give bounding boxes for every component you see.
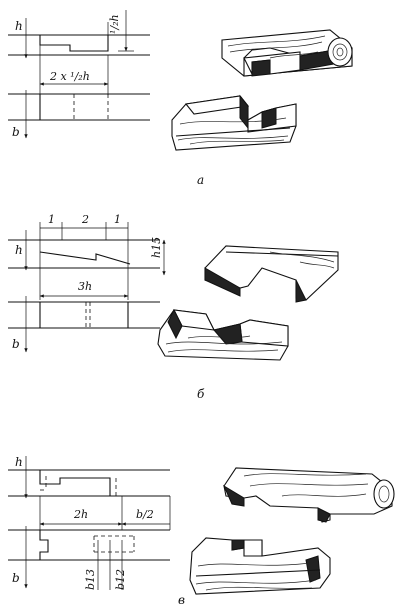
panel-a-depth-label: ¹/₂h bbox=[108, 14, 121, 34]
panel-b-h-label: h bbox=[15, 243, 23, 257]
panel-b-seg2-label: 2 bbox=[81, 213, 89, 226]
panel-c-h-label: h bbox=[15, 455, 23, 469]
panel-a-plan-view: b bbox=[8, 90, 150, 139]
panel-c-side-view: h 2h b/2 bbox=[8, 455, 171, 530]
panel-a-h-label: h bbox=[15, 19, 23, 33]
panel-c-side1-label: b13 bbox=[84, 569, 97, 590]
panel-b-seg1-label: 1 bbox=[48, 213, 55, 226]
panel-c-side2-label: b12 bbox=[114, 569, 127, 590]
panel-c-length-label: 2h bbox=[73, 508, 88, 521]
panel-b-caption: б bbox=[197, 387, 205, 401]
panel-c-joint-illustration bbox=[189, 467, 395, 595]
panel-a-side-view: h ¹/₂h 2 x ¹/₂h bbox=[8, 10, 150, 95]
panel-b-length-label: 3h bbox=[78, 280, 92, 293]
panel-b-plan-view: b bbox=[8, 296, 160, 353]
panel-b-seg3-label: 1 bbox=[114, 213, 121, 226]
panel-c-b-label: b bbox=[12, 571, 20, 585]
panel-a-caption: а bbox=[197, 173, 204, 187]
panel-c-plan-view: b b13 b12 bbox=[8, 526, 170, 590]
panel-c-half-label: b/2 bbox=[136, 508, 154, 521]
panel-c-caption: в bbox=[178, 593, 185, 607]
panel-a: h ¹/₂h 2 x ¹/₂h b bbox=[8, 10, 353, 187]
panel-b: 1 2 1 h h15 3h b bbox=[8, 213, 339, 401]
panel-a-b-label: b bbox=[12, 125, 20, 139]
panel-c: h 2h b/2 b b13 b12 bbox=[8, 455, 395, 607]
panel-b-depth-label: h15 bbox=[150, 237, 163, 258]
panel-b-joint-illustration bbox=[157, 245, 339, 361]
panel-a-joint-illustration bbox=[171, 29, 353, 151]
panel-b-b-label: b bbox=[12, 337, 20, 351]
panel-a-length-label: 2 x ¹/₂h bbox=[49, 70, 90, 83]
panel-b-side-view: 1 2 1 h h15 3h bbox=[8, 213, 166, 300]
